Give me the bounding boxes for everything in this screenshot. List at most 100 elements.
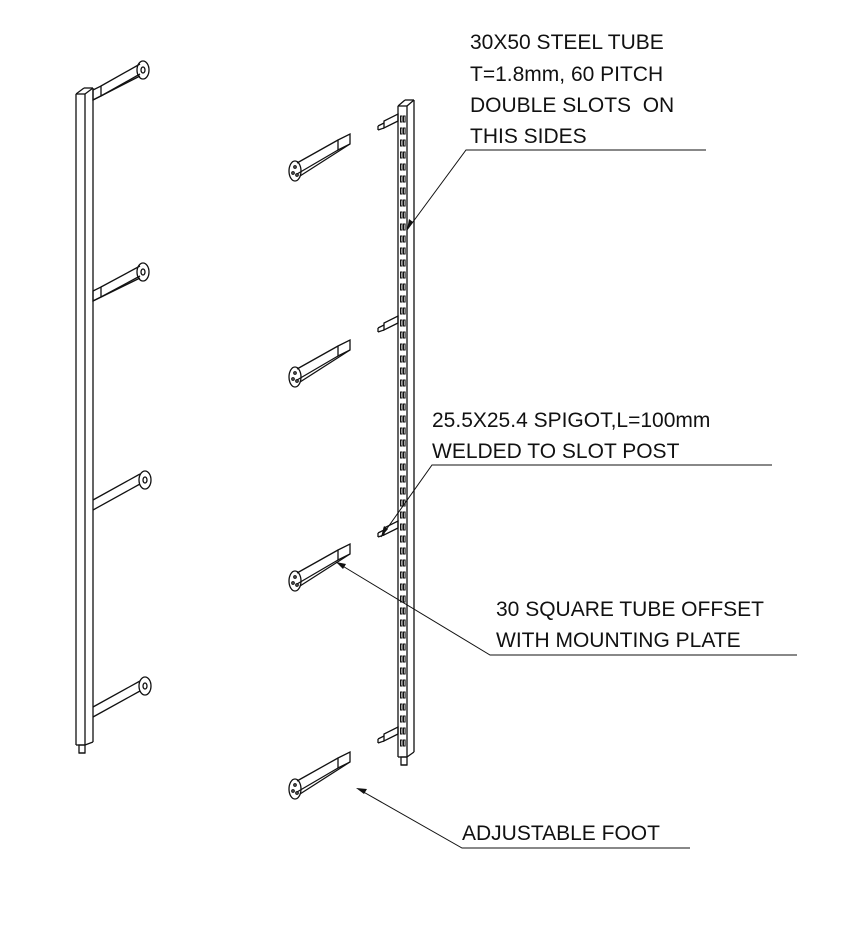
slot bbox=[400, 367, 403, 375]
slot bbox=[403, 619, 406, 627]
slot bbox=[400, 175, 403, 183]
slot bbox=[403, 463, 406, 471]
slot bbox=[400, 271, 403, 279]
slot bbox=[403, 715, 406, 723]
slot bbox=[400, 139, 403, 147]
label-steel-tube-line-3: DOUBLE SLOTS ON bbox=[470, 94, 674, 117]
slot bbox=[400, 127, 403, 135]
slot bbox=[400, 151, 403, 159]
slot bbox=[400, 295, 403, 303]
slot bbox=[400, 343, 403, 351]
slot bbox=[400, 163, 403, 171]
arrow-foot bbox=[356, 788, 367, 794]
slot bbox=[400, 319, 403, 327]
slot bbox=[403, 163, 406, 171]
slot-post bbox=[377, 99, 415, 766]
slot bbox=[403, 523, 406, 531]
slot bbox=[400, 679, 403, 687]
slot bbox=[403, 403, 406, 411]
slot bbox=[403, 535, 406, 543]
slot bbox=[400, 379, 403, 387]
label-offset-tube-line-2: WITH MOUNTING PLATE bbox=[496, 629, 741, 652]
slot bbox=[403, 367, 406, 375]
slot bbox=[403, 511, 406, 519]
slot bbox=[403, 343, 406, 351]
slot bbox=[403, 187, 406, 195]
slot bbox=[403, 115, 406, 123]
slot bbox=[403, 727, 406, 735]
slot bbox=[400, 355, 403, 363]
slot bbox=[403, 427, 406, 435]
slot bbox=[400, 511, 403, 519]
slot bbox=[400, 235, 403, 243]
arrow-spigot bbox=[381, 526, 388, 537]
slot bbox=[400, 475, 403, 483]
double-slots bbox=[400, 115, 406, 747]
slot bbox=[400, 247, 403, 255]
slot bbox=[400, 223, 403, 231]
slot bbox=[400, 619, 403, 627]
slot bbox=[400, 727, 403, 735]
arrow-steel-tube bbox=[407, 219, 413, 230]
slot bbox=[400, 559, 403, 567]
slot bbox=[400, 427, 403, 435]
label-foot: ADJUSTABLE FOOT bbox=[462, 822, 660, 845]
slot bbox=[400, 331, 403, 339]
slot bbox=[400, 631, 403, 639]
leader-foot bbox=[359, 789, 690, 849]
slot bbox=[403, 643, 406, 651]
offset-arm-3 bbox=[288, 542, 351, 592]
slot bbox=[400, 715, 403, 723]
slot bbox=[400, 691, 403, 699]
slot bbox=[400, 499, 403, 507]
slot bbox=[400, 703, 403, 711]
slot bbox=[403, 307, 406, 315]
assembled-post bbox=[75, 60, 152, 754]
slot bbox=[403, 259, 406, 267]
slot bbox=[400, 391, 403, 399]
slot bbox=[403, 583, 406, 591]
slot bbox=[400, 187, 403, 195]
arrow-offset-tube bbox=[336, 562, 346, 569]
slot bbox=[400, 115, 403, 123]
label-offset-tube-line-1: 30 SQUARE TUBE OFFSET bbox=[496, 598, 764, 621]
slot bbox=[400, 199, 403, 207]
slot bbox=[403, 271, 406, 279]
slot bbox=[400, 307, 403, 315]
slot bbox=[400, 283, 403, 291]
slot bbox=[400, 403, 403, 411]
slot bbox=[400, 667, 403, 675]
slot bbox=[403, 127, 406, 135]
slot bbox=[403, 487, 406, 495]
offset-arm-4 bbox=[288, 750, 351, 800]
assembled-arm-2 bbox=[92, 262, 150, 303]
slot bbox=[400, 739, 403, 747]
slot bbox=[400, 523, 403, 531]
slot bbox=[403, 475, 406, 483]
slot bbox=[403, 139, 406, 147]
label-steel-tube-line-4: THIS SIDES bbox=[470, 125, 587, 148]
welded-spigot-4 bbox=[377, 725, 399, 744]
slot bbox=[403, 319, 406, 327]
slot bbox=[400, 535, 403, 543]
welded-spigot-1 bbox=[377, 112, 399, 131]
assembled-arm-3 bbox=[92, 470, 152, 511]
slot bbox=[400, 415, 403, 423]
label-steel-tube-line-2: T=1.8mm, 60 PITCH bbox=[470, 63, 663, 86]
slot bbox=[403, 451, 406, 459]
slot bbox=[403, 667, 406, 675]
slot bbox=[403, 631, 406, 639]
slot bbox=[403, 691, 406, 699]
slot bbox=[403, 571, 406, 579]
leader-spigot bbox=[380, 464, 772, 538]
slot bbox=[400, 211, 403, 219]
slot bbox=[400, 607, 403, 615]
welded-spigot-2 bbox=[377, 314, 399, 333]
slot bbox=[403, 739, 406, 747]
slot bbox=[403, 283, 406, 291]
offset-arm-1 bbox=[288, 132, 351, 182]
slot bbox=[403, 679, 406, 687]
slot bbox=[400, 439, 403, 447]
leader-offset-tube bbox=[335, 561, 797, 656]
